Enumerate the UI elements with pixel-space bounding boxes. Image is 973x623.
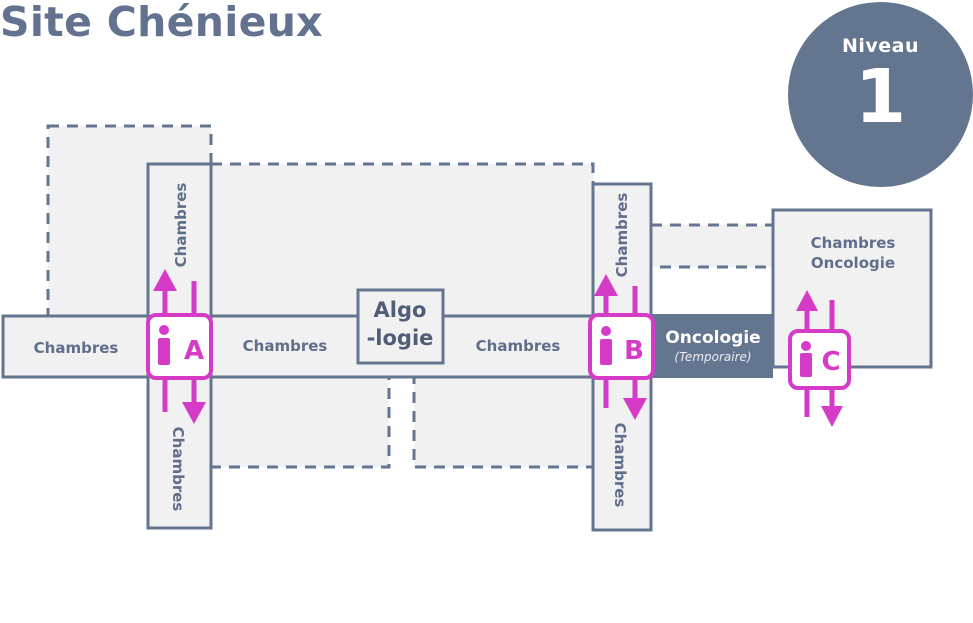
label-algologie-line2: -logie <box>367 326 434 350</box>
building-wings <box>1 162 933 532</box>
person-icon <box>158 325 170 365</box>
zone-bottom-right <box>412 374 595 469</box>
oncologie-temporaire-title: Oncologie <box>665 328 760 348</box>
label-chambres-oncologie-line2: Oncologie <box>811 254 895 272</box>
label-chambres-left: Chambres <box>34 339 119 357</box>
zone-bottom-left <box>209 374 391 469</box>
level-number: 1 <box>854 54 907 140</box>
elevator-c[interactable]: C <box>788 290 851 427</box>
label-chambres-a-down: Chambres <box>169 427 187 512</box>
arrow-up-head-icon <box>796 290 818 311</box>
label-chambres-b-up: Chambres <box>613 193 631 278</box>
zone-connector <box>649 223 775 269</box>
main-corridor[interactable] <box>1 314 595 379</box>
arrow-up-head-icon <box>594 274 618 296</box>
label-chambres-right: Chambres <box>476 337 561 355</box>
level-badge: Niveau 1 <box>788 2 973 187</box>
label-algologie-line1: Algo <box>374 298 427 322</box>
elevator-b[interactable]: B <box>588 274 655 420</box>
person-icon <box>800 341 812 377</box>
level-label: Niveau <box>841 35 920 57</box>
person-icon <box>600 326 612 365</box>
label-chambres-mid: Chambres <box>243 337 328 355</box>
oncologie-temporaire-subtitle: (Temporaire) <box>674 350 751 364</box>
label-chambres-b-down: Chambres <box>611 423 629 508</box>
oncologie-temporaire-block[interactable] <box>651 314 773 378</box>
elevator-a[interactable]: A <box>146 269 213 424</box>
arrow-down-head-icon <box>623 398 647 420</box>
label-chambres-oncologie-line1: Chambres <box>811 234 896 252</box>
arrow-up-head-icon <box>153 269 177 291</box>
elevator-b-letter: B <box>624 336 644 366</box>
arrow-down-head-icon <box>821 406 843 427</box>
elevator-c-letter: C <box>821 347 840 377</box>
site-title: Site Chénieux <box>0 0 323 46</box>
label-chambres-a-up: Chambres <box>172 183 190 268</box>
arrow-down-head-icon <box>182 402 206 424</box>
algologie-block[interactable] <box>356 288 445 365</box>
elevator-a-letter: A <box>184 336 204 366</box>
